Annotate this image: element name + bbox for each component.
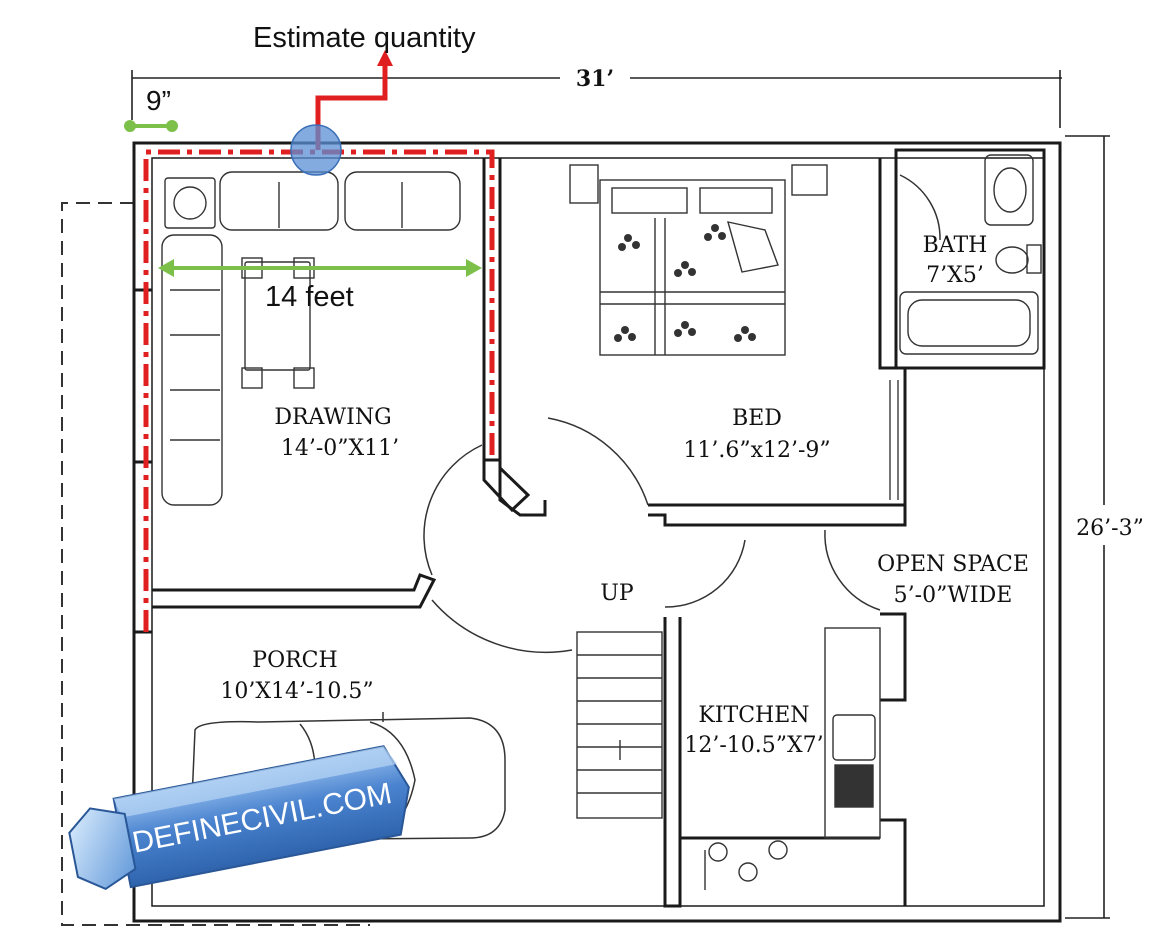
wall-thickness-label: 9”	[146, 85, 171, 116]
estimate-outline	[143, 149, 495, 632]
drawing-width-marker	[158, 259, 482, 277]
gem-icon	[68, 807, 137, 891]
width-dimension-label: 31’	[576, 66, 614, 92]
dashed-boundary	[61, 202, 370, 926]
walls	[132, 141, 1062, 923]
arrow-head-icon	[377, 50, 393, 66]
room-size-drawing: 14’-0”X11’	[281, 436, 399, 461]
estimate-arrow	[315, 62, 388, 150]
bath-fixtures	[899, 154, 1042, 355]
room-name-drawing: DRAWING	[274, 405, 391, 430]
room-size-bath: 7’X5’	[926, 263, 984, 288]
room-name-porch: PORCH	[252, 648, 337, 673]
bed	[569, 164, 828, 356]
door-swings	[423, 174, 941, 654]
room-size-kitchen: 12’-10.5”X7’	[684, 733, 823, 758]
room-size-bed: 11’.6”x12’-9”	[683, 438, 830, 463]
drawing-width-label: 14 feet	[265, 281, 354, 313]
room-name-bed: BED	[732, 406, 782, 431]
wall-thickness-marker	[124, 120, 178, 132]
room-name-kitchen: KITCHEN	[698, 703, 809, 728]
room-size-open-space: 5’-0”WIDE	[894, 583, 1013, 608]
watermark-badge: DEFINECIVIL.COM	[68, 745, 410, 891]
dimension-lines	[131, 70, 1110, 919]
estimate-label: Estimate quantity	[253, 22, 476, 54]
sofa-set	[161, 171, 461, 506]
room-size-porch: 10’X14’-10.5”	[220, 679, 373, 704]
bed-pattern	[614, 224, 756, 342]
height-dimension-label: 26’-3”	[1076, 516, 1144, 541]
room-name-open-space: OPEN SPACE	[877, 552, 1029, 577]
wall-section-marker	[290, 124, 342, 176]
kitchen-fixtures	[704, 627, 881, 890]
room-name-bath: BATH	[923, 233, 988, 258]
stairs-label: UP	[600, 581, 634, 606]
stairs	[576, 631, 663, 819]
